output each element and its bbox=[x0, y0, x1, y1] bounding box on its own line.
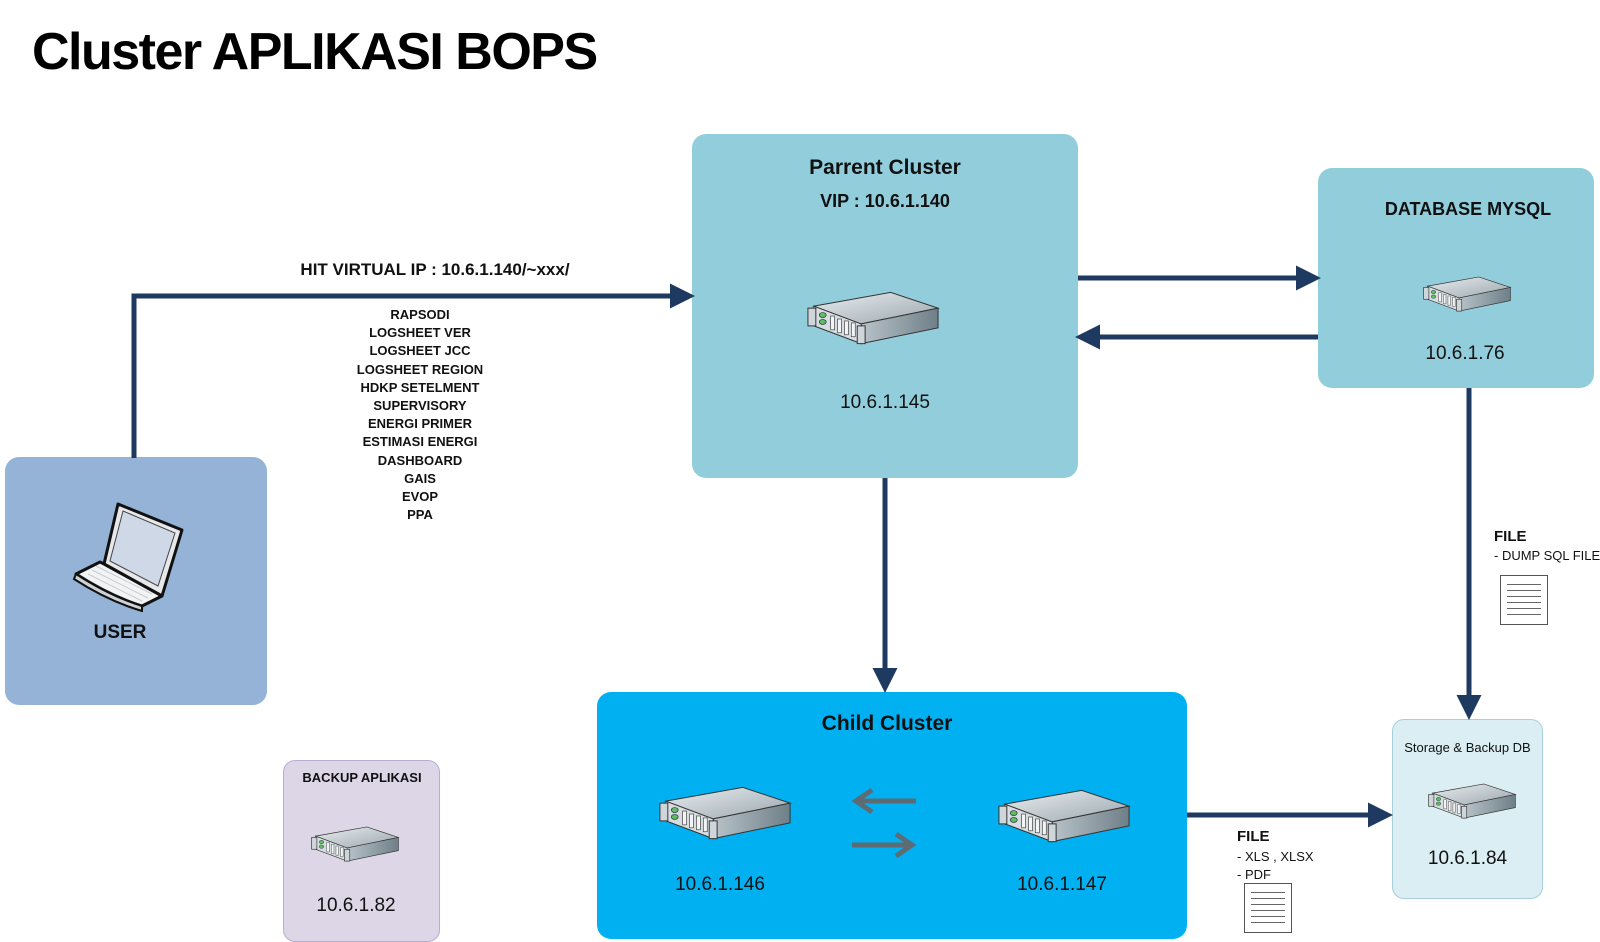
app-item: LOGSHEET JCC bbox=[369, 343, 471, 359]
backup-app-box[interactable] bbox=[283, 760, 440, 942]
file-sql-item: - DUMP SQL FILE bbox=[1494, 548, 1600, 563]
file-export-title: FILE bbox=[1237, 828, 1270, 845]
app-item: EVOP bbox=[401, 489, 439, 505]
database-mysql-box[interactable] bbox=[1318, 168, 1594, 388]
document-icon bbox=[1500, 575, 1548, 625]
app-item: ESTIMASI ENERGI bbox=[362, 434, 478, 450]
app-item: GAIS bbox=[404, 470, 436, 486]
diagram-title: Cluster APLIKASI BOPS bbox=[32, 23, 598, 81]
server-icon bbox=[804, 288, 942, 348]
file-export-item: - XLS , XLSX bbox=[1237, 849, 1314, 864]
app-item: LOGSHEET VER bbox=[369, 325, 471, 341]
app-item: PPA bbox=[407, 507, 433, 523]
app-item: HDKP SETELMENT bbox=[360, 379, 480, 395]
parent-cluster-ip: 10.6.1.145 bbox=[840, 392, 930, 413]
storage-ip: 10.6.1.84 bbox=[1427, 848, 1508, 869]
backup-app-ip: 10.6.1.82 bbox=[316, 895, 396, 916]
child-node2-ip: 10.6.1.147 bbox=[1017, 874, 1107, 895]
application-list: RAPSODI LOGSHEET VER LOGSHEET JCC LOGSHE… bbox=[330, 306, 510, 524]
file-sql-title: FILE bbox=[1494, 528, 1527, 545]
hit-virtual-ip-label: HIT VIRTUAL IP : 10.6.1.140/~xxx/ bbox=[300, 260, 570, 279]
document-icon bbox=[1244, 883, 1292, 933]
server-icon bbox=[995, 786, 1133, 846]
app-item: LOGSHEET REGION bbox=[356, 361, 484, 377]
app-item: DASHBOARD bbox=[377, 452, 463, 468]
backup-app-title: BACKUP APLIKASI bbox=[302, 770, 422, 785]
parent-cluster-title: Parrent Cluster bbox=[809, 156, 961, 179]
user-label: USER bbox=[93, 622, 147, 643]
app-item: ENERGI PRIMER bbox=[367, 416, 472, 432]
server-icon bbox=[656, 783, 794, 843]
server-icon bbox=[1426, 777, 1518, 825]
app-item: SUPERVISORY bbox=[373, 398, 467, 414]
server-icon bbox=[309, 818, 401, 870]
child-node1-ip: 10.6.1.146 bbox=[675, 874, 765, 895]
database-title: DATABASE MYSQL bbox=[1384, 199, 1552, 219]
file-export-item: - PDF bbox=[1237, 867, 1271, 882]
app-item: RAPSODI bbox=[390, 307, 450, 322]
parent-cluster-vip: VIP : 10.6.1.140 bbox=[820, 191, 950, 211]
database-ip: 10.6.1.76 bbox=[1425, 343, 1505, 364]
child-cluster-title: Child Cluster bbox=[821, 712, 953, 735]
storage-title: Storage & Backup DB bbox=[1404, 740, 1531, 755]
laptop-icon bbox=[72, 502, 184, 612]
server-icon bbox=[1421, 273, 1513, 315]
